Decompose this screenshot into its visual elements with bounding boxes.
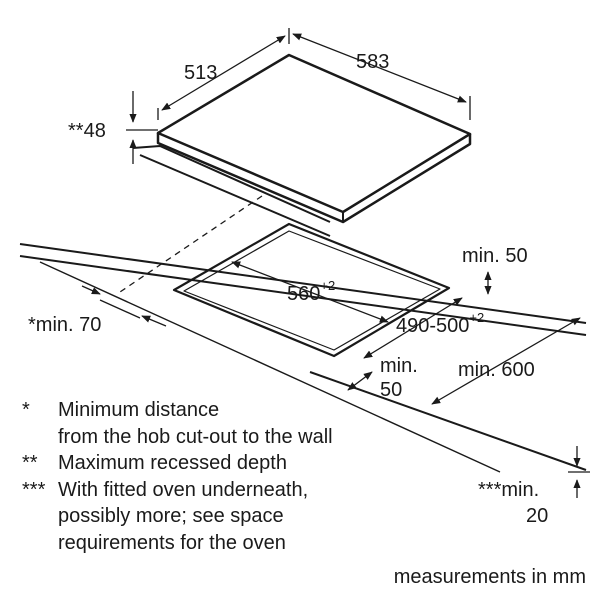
legend-item-3: *** With fitted oven underneath, bbox=[22, 477, 592, 504]
hob-recess-outline bbox=[132, 145, 331, 223]
recess-depth-label: **48 bbox=[68, 120, 106, 142]
worktop-dimension-lines bbox=[81, 261, 590, 498]
hob-dimension-lines bbox=[126, 28, 471, 164]
cutout-depth-dimension bbox=[363, 297, 463, 359]
hob-depth-dimension bbox=[161, 35, 286, 111]
worktop-depth-label: min. 600 bbox=[458, 359, 535, 381]
front-edge-dimension bbox=[347, 371, 373, 391]
legend-text: Minimum distance bbox=[58, 399, 220, 421]
hob-width-label: 583 bbox=[356, 51, 389, 73]
wall-distance-label: *min. 70 bbox=[28, 314, 101, 336]
legend-text: With fitted oven underneath, bbox=[58, 478, 309, 501]
cutout-inner-outline bbox=[183, 230, 441, 351]
cutout-width-dimension bbox=[231, 261, 389, 323]
cutout-outline bbox=[172, 222, 451, 358]
wall-distance-arrow-left bbox=[81, 285, 101, 295]
cutout-depth-label: 490-500+2 bbox=[396, 310, 484, 337]
legend-mark: *** bbox=[22, 478, 46, 501]
units-note: measurements in mm bbox=[393, 566, 586, 588]
hob-front-edge bbox=[156, 133, 472, 224]
front-edge-label-line2: 50 bbox=[380, 379, 402, 401]
legend-text: from the hob cut-out to the wall bbox=[58, 425, 333, 448]
worktop-depth-dimension bbox=[431, 317, 581, 405]
legend-mark: ** bbox=[22, 452, 38, 474]
hob-width-dimension bbox=[292, 33, 467, 103]
footnote-legend: * Minimum distance from the hob cut-out … bbox=[22, 397, 592, 556]
hob-depth-label: 513 bbox=[184, 62, 217, 84]
legend-text: possibly more; see space bbox=[58, 505, 284, 527]
wall-distance-arrow-right bbox=[141, 315, 167, 327]
legend-mark: * bbox=[22, 399, 30, 421]
back-edge-label: min. 50 bbox=[462, 245, 528, 267]
legend-item-2: ** Maximum recessed depth bbox=[22, 450, 592, 477]
legend-item-1: * Minimum distance bbox=[22, 397, 592, 424]
front-edge-label-line1: min. bbox=[380, 355, 418, 377]
projection-dashed-line bbox=[119, 195, 263, 293]
legend-text: Maximum recessed depth bbox=[58, 452, 287, 474]
legend-text: requirements for the oven bbox=[58, 531, 286, 554]
cutout-width-label: 560+2 bbox=[287, 278, 335, 305]
worktop-side-edge bbox=[39, 261, 501, 473]
oven-gap-label-line1: ***min. bbox=[478, 479, 539, 501]
oven-gap-label-line2: 20 bbox=[526, 505, 548, 527]
